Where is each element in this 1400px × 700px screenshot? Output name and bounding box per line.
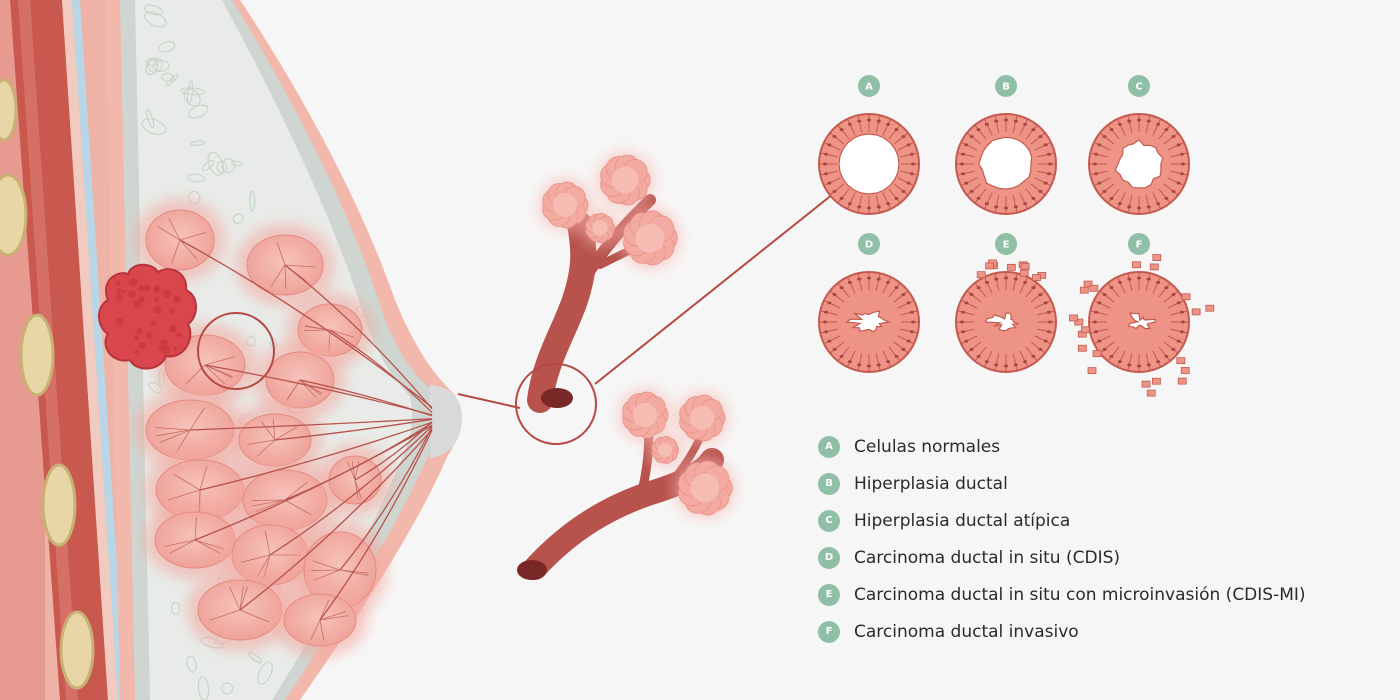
stage-cross-sections: A B C D E F (818, 75, 1215, 397)
alveoli-cluster (646, 431, 684, 469)
legend-label: Celulas normales (854, 436, 1001, 457)
duct-lumen (844, 310, 891, 333)
duct-branch (199, 421, 433, 491)
stage-section-c: C (1088, 75, 1190, 215)
legend-item-b: B Hiperplasia ductal (818, 465, 1378, 502)
duct-branch (339, 426, 433, 571)
duct-lumen (1127, 312, 1156, 330)
alveoli-cluster (674, 390, 730, 446)
tumor (98, 263, 197, 370)
alveoli-cluster (595, 150, 655, 210)
stage-section-f: F (1069, 233, 1215, 397)
duct-branch (194, 424, 433, 541)
legend-label: Carcinoma ductal invasivo (854, 621, 1079, 642)
legend-badge: F (818, 620, 840, 643)
duct-branch (274, 418, 433, 441)
rib-group (0, 78, 95, 690)
legend-badge: B (818, 472, 840, 495)
stage-badge-e: E (995, 233, 1017, 255)
duct-lumen (1114, 139, 1164, 189)
zoom-circle-breast (197, 312, 275, 390)
duct-branch (284, 264, 433, 410)
legend-label: Carcinoma ductal in situ (CDIS) (854, 547, 1121, 568)
stage-badge-letter: A (865, 82, 873, 93)
stage-badge-letter: B (1002, 82, 1010, 93)
legend-label: Hiperplasia ductal atípica (854, 510, 1071, 531)
duct-lumen (984, 312, 1019, 332)
legend-item-e: E Carcinoma ductal in situ con microinvas… (818, 576, 1378, 613)
duct-branch (204, 364, 433, 416)
duct-branch (189, 418, 433, 431)
connector-line-2 (594, 189, 839, 385)
stage-section-a: A (818, 75, 920, 215)
stage-badge-d: D (858, 233, 880, 255)
duct-lumen (838, 133, 900, 195)
legend-badge: C (818, 509, 840, 532)
stage-badge-letter: D (865, 240, 873, 251)
duct-branch (319, 429, 433, 621)
legend-item-d: D Carcinoma ductal in situ (CDIS) (818, 539, 1378, 576)
legend-label: Hiperplasia ductal (854, 473, 1008, 494)
duct-branch (354, 421, 433, 481)
nipple (430, 385, 462, 458)
legend-item-f: F Carcinoma ductal invasivo (818, 613, 1378, 650)
connector-line-1 (457, 393, 521, 409)
milk-ducts (179, 239, 433, 621)
duct-lumen (978, 136, 1033, 190)
stage-badge-letter: E (1003, 240, 1010, 251)
alveoli-cluster (580, 208, 620, 248)
duct-branch (299, 379, 433, 417)
stage-badge-b: B (995, 75, 1017, 97)
legend-item-a: A Celulas normales (818, 428, 1378, 465)
duct-branch (329, 329, 433, 414)
stage-badge-a: A (858, 75, 880, 97)
stage-badge-letter: C (1135, 82, 1142, 93)
alveoli-cluster (617, 387, 673, 443)
stage-section-e: E (955, 233, 1057, 373)
stage-badge-letter: F (1136, 240, 1143, 251)
duct-opening (541, 388, 573, 408)
duct-branch (239, 429, 433, 611)
legend-badge: D (818, 546, 840, 569)
stage-section-d: D (818, 233, 920, 373)
stage-badge-f: F (1128, 233, 1150, 255)
zoom-circle-duct (515, 363, 597, 445)
stage-badge-c: C (1128, 75, 1150, 97)
alveoli-cluster (673, 456, 737, 520)
duct-detail-lower (517, 387, 737, 580)
legend-label: Carcinoma ductal in situ con microinvasi… (854, 584, 1306, 605)
legend-badge: E (818, 583, 840, 606)
alveoli-cluster (618, 206, 682, 270)
alveoli-cluster (537, 177, 593, 233)
duct-detail-upper (515, 150, 682, 445)
duct-branch (269, 425, 433, 556)
duct-opening (517, 560, 547, 580)
legend-badge: A (818, 435, 840, 458)
legend-item-c: C Hiperplasia ductal atípica (818, 502, 1378, 539)
stage-section-b: B (955, 75, 1057, 215)
